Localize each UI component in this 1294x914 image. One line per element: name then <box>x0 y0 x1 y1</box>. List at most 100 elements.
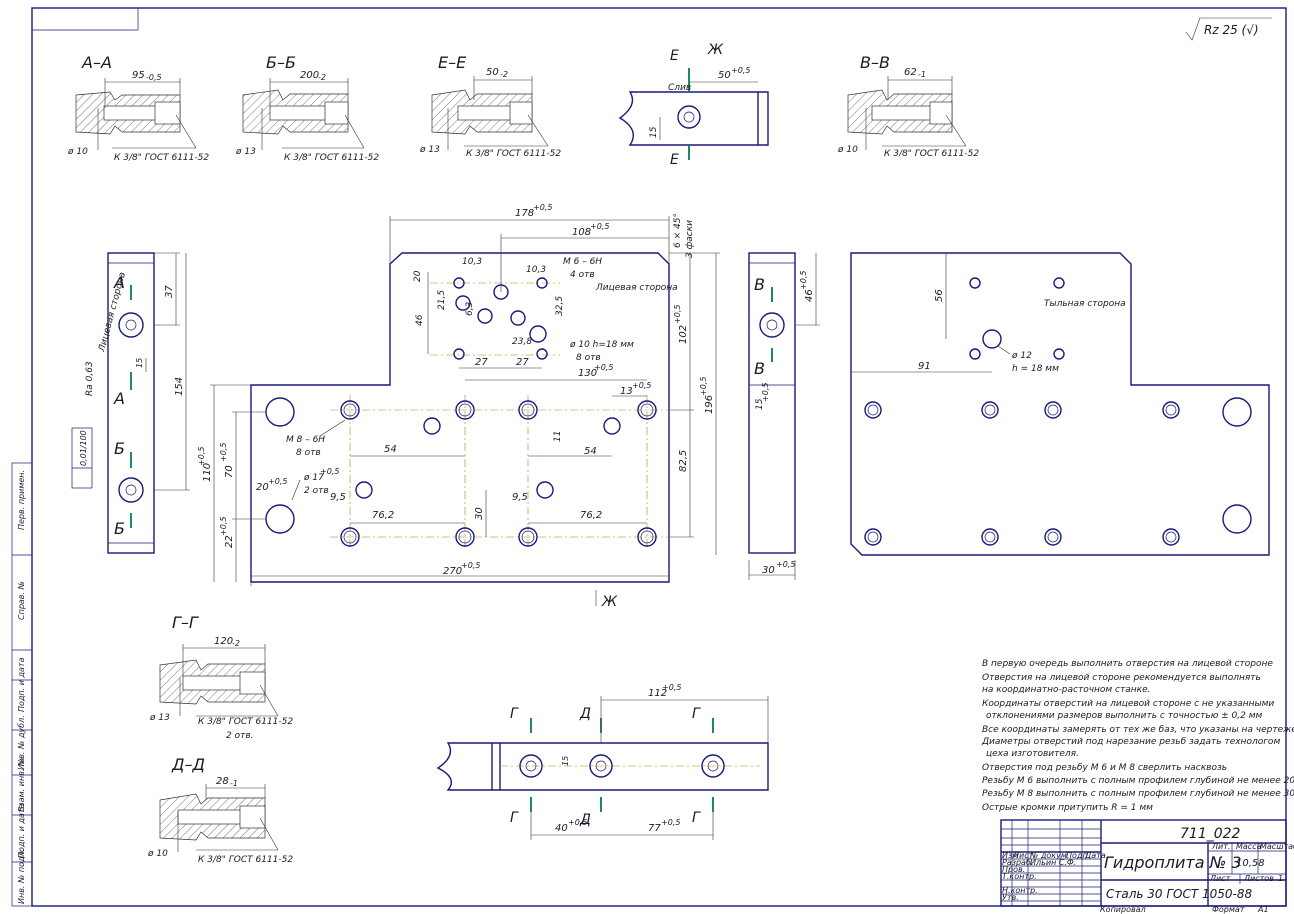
svg-text:9,5: 9,5 <box>330 492 346 503</box>
svg-text:Ж: Ж <box>707 42 724 58</box>
svg-text:ø 10: ø 10 <box>147 849 168 859</box>
svg-text:М 6 – 6Н: М 6 – 6Н <box>563 257 602 267</box>
svg-text:цеха изготовителя.: цеха изготовителя. <box>986 749 1079 759</box>
svg-text:Н.контр.: Н.контр. <box>1002 886 1038 895</box>
svg-text:Листов: Листов <box>1243 874 1274 883</box>
svg-text:2 отв.: 2 отв. <box>226 731 254 741</box>
svg-text:50: 50 <box>718 70 731 81</box>
svg-text:110: 110 <box>202 463 213 482</box>
side-view-left: А А Б Б Лицевая сторона Ra 0,63 0,01/100… <box>71 252 190 554</box>
svg-text:76,2: 76,2 <box>580 510 602 521</box>
svg-text:30: 30 <box>474 507 485 520</box>
svg-text:Е: Е <box>670 152 679 168</box>
svg-text:Резьбу М 6 выполнить с полным: Резьбу М 6 выполнить с полным профилем г… <box>982 776 1294 786</box>
svg-text:56: 56 <box>934 289 945 302</box>
svg-text:Лицевая сторона: Лицевая сторона <box>97 271 128 353</box>
svg-text:К 3/8" ГОСТ 6111-52: К 3/8" ГОСТ 6111-52 <box>284 153 379 163</box>
svg-text:В–В: В–В <box>860 53 890 72</box>
svg-text:2 отв: 2 отв <box>304 486 329 496</box>
svg-text:К 3/8" ГОСТ 6111-52: К 3/8" ГОСТ 6111-52 <box>198 717 293 727</box>
svg-text:В: В <box>754 359 765 378</box>
svg-text:15: 15 <box>755 398 765 410</box>
svg-text:+0,5: +0,5 <box>661 818 680 827</box>
svg-text:отклонениями размеров выполнит: отклонениями размеров выполнить с точнос… <box>986 711 1262 721</box>
svg-text:-1: -1 <box>918 70 926 79</box>
svg-text:54: 54 <box>384 444 397 455</box>
svg-text:27: 27 <box>475 357 488 368</box>
stamp-podl: Инв. № подл. <box>17 849 26 904</box>
roughness-label: Rz 25 (√) <box>1204 23 1259 37</box>
svg-text:+0,5: +0,5 <box>590 222 609 231</box>
svg-text:Г: Г <box>510 810 519 826</box>
svg-text:+0,5: +0,5 <box>461 561 480 570</box>
svg-text:Г–Г: Г–Г <box>172 613 199 632</box>
stamp-sprav: Справ. № <box>17 581 26 620</box>
svg-text:91: 91 <box>918 361 931 372</box>
svg-text:-2: -2 <box>500 70 508 79</box>
svg-text:-1: -1 <box>230 779 238 788</box>
svg-text:Формат: Формат <box>1212 905 1245 914</box>
svg-text:+0,5: +0,5 <box>533 203 552 212</box>
svg-text:В: В <box>754 275 765 294</box>
svg-text:112: 112 <box>648 688 667 699</box>
svg-text:К 3/8" ГОСТ 6111-52: К 3/8" ГОСТ 6111-52 <box>466 149 561 159</box>
svg-text:ø 13: ø 13 <box>149 713 170 723</box>
top-left-stamp <box>32 8 139 31</box>
sheet-frame <box>31 7 1287 907</box>
svg-text:70: 70 <box>224 465 235 478</box>
svg-text:154: 154 <box>174 377 185 396</box>
svg-text:Б: Б <box>114 439 125 458</box>
svg-text:+0,5: +0,5 <box>594 363 613 372</box>
svg-text:Все координаты замерять от тех: Все координаты замерять от тех же баз, ч… <box>982 725 1294 735</box>
svg-text:120: 120 <box>214 636 233 647</box>
svg-text:А: А <box>113 273 125 292</box>
svg-text:К 3/8" ГОСТ 6111-52: К 3/8" ГОСТ 6111-52 <box>114 153 209 163</box>
side-stamp <box>11 462 33 907</box>
svg-text:77: 77 <box>648 823 661 834</box>
svg-text:Д: Д <box>579 706 591 722</box>
svg-text:Острые кромки притупить R = 1: Острые кромки притупить R = 1 мм <box>982 803 1153 813</box>
bottom-view: Г Г Д Д Г Г 112 +0,5 40 +0,5 77 +0,5 15 <box>436 683 769 840</box>
section-vv: В–В 62 -1 ø 10 К 3/8" ГОСТ 6111-52 <box>837 53 979 159</box>
svg-text:108: 108 <box>572 227 591 238</box>
section-ee: Е–Е 50 -2 ø 13 К 3/8" ГОСТ 6111-52 <box>419 53 561 159</box>
stamp-podp2: Подп. и дата <box>17 803 26 858</box>
technical-notes: В первую очередь выполнить отверстия на … <box>981 659 1294 813</box>
svg-text:Е–Е: Е–Е <box>438 53 467 72</box>
svg-text:№ докум.: № докум. <box>1029 851 1069 860</box>
svg-text:ø 10 h=18 мм: ø 10 h=18 мм <box>569 340 634 350</box>
svg-text:ø 10: ø 10 <box>67 147 88 157</box>
svg-text:40: 40 <box>555 823 568 834</box>
part-name: Гидроплита № 3 <box>1104 853 1242 872</box>
svg-text:Г: Г <box>510 706 519 722</box>
title-block: 711_022 Гидроплита № 3 Сталь 30 ГОСТ 105… <box>1000 819 1294 914</box>
doc-number: 711_022 <box>1180 826 1241 842</box>
svg-text:15: 15 <box>561 756 570 766</box>
svg-text:20: 20 <box>256 482 269 493</box>
svg-text:Отверстия под резьбу М 6 и М 8: Отверстия под резьбу М 6 и М 8 сверлить … <box>982 763 1227 773</box>
svg-text:130: 130 <box>578 368 597 379</box>
svg-text:4 отв: 4 отв <box>570 270 595 280</box>
svg-text:-2: -2 <box>318 73 326 82</box>
stamp-vzam: Взам. инв. № <box>17 758 26 812</box>
svg-text:Пров.: Пров. <box>1002 865 1025 874</box>
svg-text:Ильин С.Ф.: Ильин С.Ф. <box>1030 858 1076 867</box>
svg-text:ø 12: ø 12 <box>1011 351 1032 361</box>
section-gg: Г–Г 120 -2 ø 13 К 3/8" ГОСТ 6111-52 2 от… <box>149 613 293 741</box>
svg-text:+0,5: +0,5 <box>699 377 708 396</box>
svg-text:К 3/8" ГОСТ 6111-52: К 3/8" ГОСТ 6111-52 <box>198 855 293 865</box>
svg-text:9,5: 9,5 <box>512 492 528 503</box>
svg-text:Масштаб: Масштаб <box>1260 842 1294 851</box>
svg-text:Лицевая сторона: Лицевая сторона <box>595 283 678 293</box>
svg-text:11: 11 <box>553 431 563 442</box>
svg-text:В первую очередь выполнить отв: В первую очередь выполнить отверстия на … <box>982 659 1273 669</box>
svg-text:А: А <box>113 389 125 408</box>
svg-text:Лист: Лист <box>1012 851 1034 860</box>
svg-text:0,01/100: 0,01/100 <box>79 430 88 466</box>
svg-text:Б–Б: Б–Б <box>266 53 296 72</box>
svg-text:62: 62 <box>904 67 917 78</box>
svg-text:Д–Д: Д–Д <box>171 755 205 774</box>
svg-text:+0,5: +0,5 <box>197 447 206 466</box>
svg-text:Т.контр.: Т.контр. <box>1002 872 1037 881</box>
